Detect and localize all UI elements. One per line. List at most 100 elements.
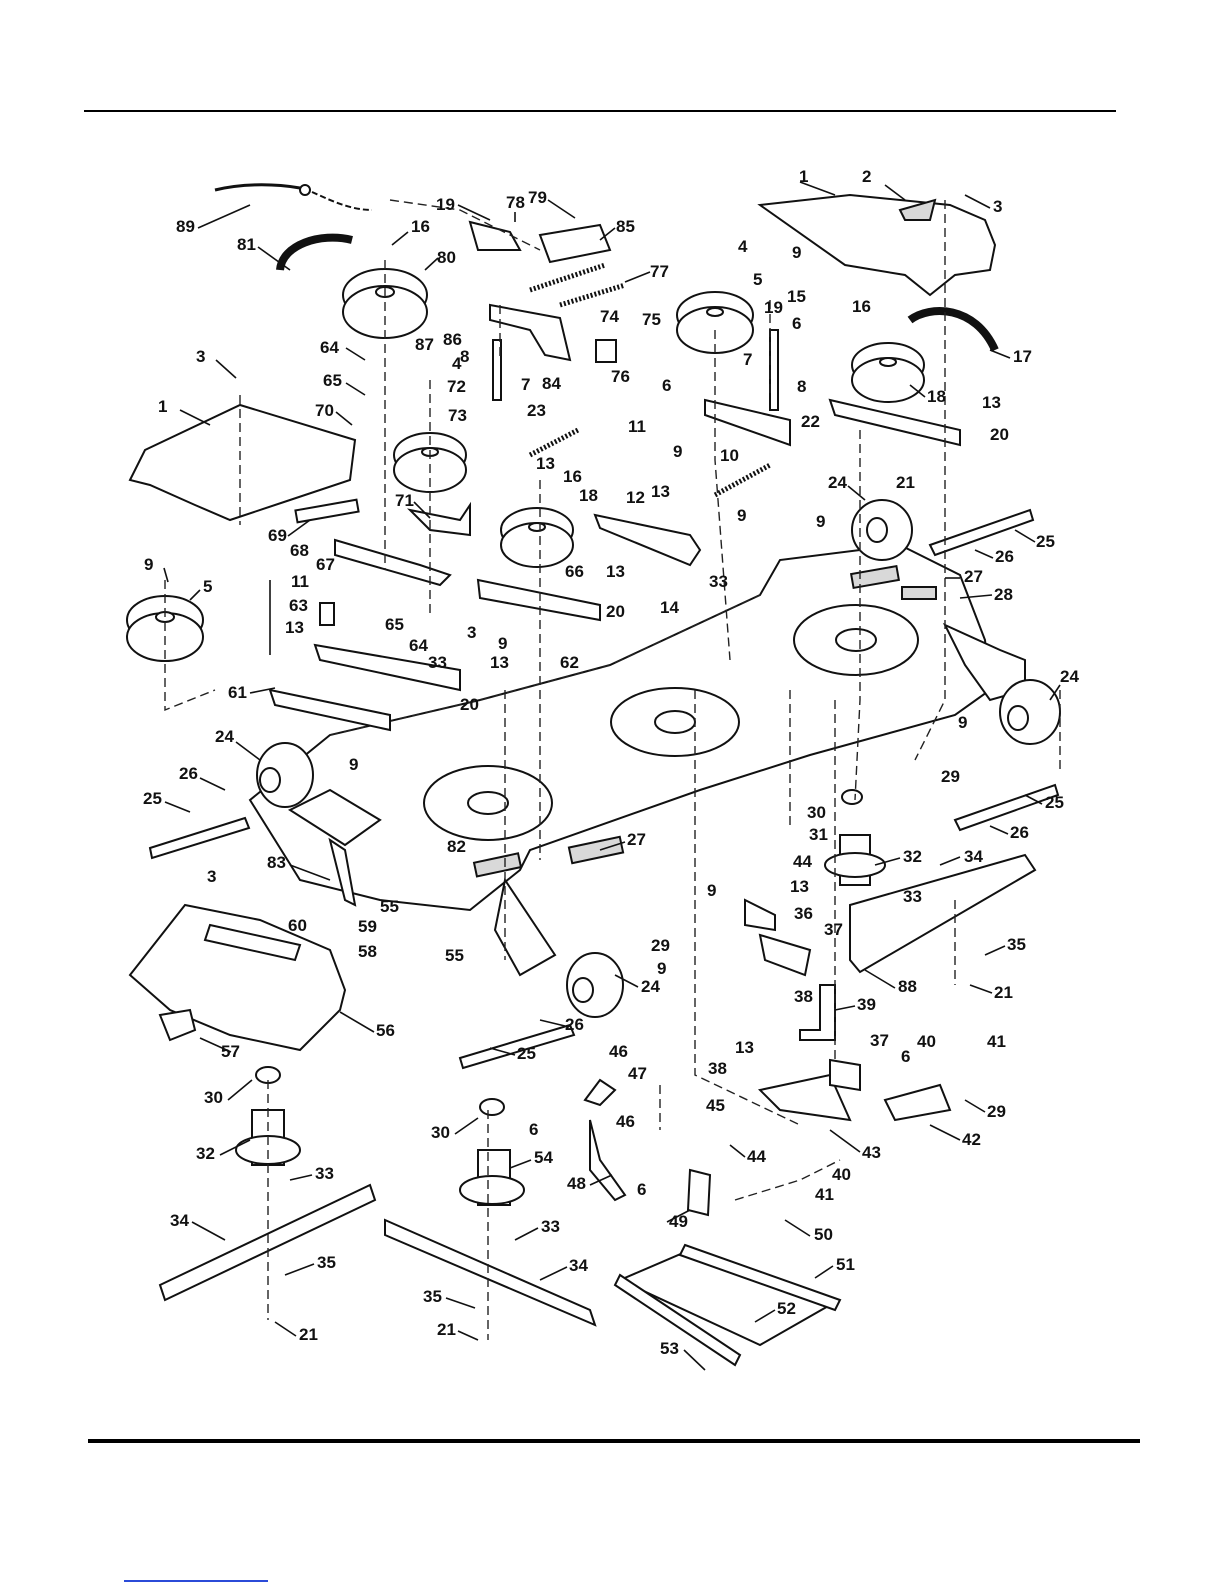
- callout-89: 89: [176, 217, 195, 236]
- callout-69: 69: [268, 526, 287, 545]
- callout-59: 59: [358, 917, 377, 936]
- callout-78: 78: [506, 193, 525, 212]
- callout-19: 19: [764, 298, 783, 317]
- callout-77: 77: [650, 262, 669, 281]
- callout-61: 61: [228, 683, 247, 702]
- callout-25: 25: [143, 789, 162, 808]
- callout-13: 13: [285, 618, 304, 637]
- callout-60: 60: [288, 916, 307, 935]
- callout-85: 85: [616, 217, 635, 236]
- callout-9: 9: [707, 881, 716, 900]
- callout-14: 14: [660, 598, 679, 617]
- callout-34: 34: [964, 847, 983, 866]
- callout-40: 40: [832, 1165, 851, 1184]
- callout-27: 27: [964, 567, 983, 586]
- deck-cover-right: [757, 193, 997, 297]
- callout-35: 35: [317, 1253, 336, 1272]
- callout-9: 9: [792, 243, 801, 262]
- callout-6: 6: [662, 376, 671, 395]
- callout-49: 49: [669, 1212, 688, 1231]
- callout-45: 45: [706, 1096, 725, 1115]
- callout-6: 6: [901, 1047, 910, 1066]
- callout-18: 18: [927, 387, 946, 406]
- callout-83: 83: [267, 853, 286, 872]
- callout-21: 21: [994, 983, 1013, 1002]
- callout-38: 38: [708, 1059, 727, 1078]
- callout-9: 9: [958, 713, 967, 732]
- callout-62: 62: [560, 653, 579, 672]
- bottom-rule: [88, 1439, 1140, 1443]
- callout-5: 5: [753, 270, 762, 289]
- callout-15: 15: [787, 287, 806, 306]
- callout-64: 64: [320, 338, 339, 357]
- callout-2: 2: [862, 167, 871, 186]
- callout-6: 6: [529, 1120, 538, 1139]
- callout-22: 22: [801, 412, 820, 431]
- blade-center: [384, 1218, 597, 1327]
- callout-3: 3: [207, 867, 216, 886]
- callout-41: 41: [987, 1032, 1006, 1051]
- callout-35: 35: [423, 1287, 442, 1306]
- callout-33: 33: [541, 1217, 560, 1236]
- callout-43: 43: [862, 1143, 881, 1162]
- callout-51: 51: [836, 1255, 855, 1274]
- callout-24: 24: [1060, 667, 1079, 686]
- callout-82: 82: [447, 837, 466, 856]
- callout-65: 65: [323, 371, 342, 390]
- callout-1: 1: [799, 167, 808, 186]
- callout-30: 30: [807, 803, 826, 822]
- left-pulley-assembly: [126, 183, 626, 732]
- callout-34: 34: [569, 1256, 588, 1275]
- callout-37: 37: [870, 1031, 889, 1050]
- callout-75: 75: [642, 310, 661, 329]
- callout-9: 9: [673, 442, 682, 461]
- callout-37: 37: [824, 920, 843, 939]
- callout-38: 38: [794, 987, 813, 1006]
- callout-46: 46: [609, 1042, 628, 1061]
- discharge-chute: [128, 903, 347, 1052]
- callout-44: 44: [793, 852, 812, 871]
- callout-16: 16: [852, 297, 871, 316]
- callout-29: 29: [987, 1102, 1006, 1121]
- leader-lines: [163, 181, 1061, 1371]
- callout-48: 48: [567, 1174, 586, 1193]
- callout-20: 20: [460, 695, 479, 714]
- callout-35: 35: [1007, 935, 1026, 954]
- callout-88: 88: [898, 977, 917, 996]
- callout-26: 26: [565, 1015, 584, 1034]
- callout-9: 9: [737, 506, 746, 525]
- callout-13: 13: [606, 562, 625, 581]
- callout-55: 55: [445, 946, 464, 965]
- callout-12: 12: [626, 488, 645, 507]
- callout-29: 29: [651, 936, 670, 955]
- footer-link-underline[interactable]: [124, 1580, 268, 1582]
- callout-21: 21: [896, 473, 915, 492]
- callout-33: 33: [903, 887, 922, 906]
- spindles-and-blades: [158, 789, 1037, 1367]
- callout-3: 3: [993, 197, 1002, 216]
- callout-21: 21: [437, 1320, 456, 1339]
- callout-56: 56: [376, 1021, 395, 1040]
- callout-79: 79: [528, 188, 547, 207]
- callout-9: 9: [657, 959, 666, 978]
- callout-9: 9: [498, 634, 507, 653]
- callout-68: 68: [290, 541, 309, 560]
- callout-28: 28: [994, 585, 1013, 604]
- callout-7: 7: [521, 375, 530, 394]
- callout-74: 74: [600, 307, 619, 326]
- callout-58: 58: [358, 942, 377, 961]
- callout-20: 20: [606, 602, 625, 621]
- callout-17: 17: [1013, 347, 1032, 366]
- callout-26: 26: [1010, 823, 1029, 842]
- callout-87: 87: [415, 335, 434, 354]
- callout-76: 76: [611, 367, 630, 386]
- callout-33: 33: [428, 653, 447, 672]
- callout-44: 44: [747, 1147, 766, 1166]
- callout-33: 33: [709, 572, 728, 591]
- callout-71: 71: [395, 491, 414, 510]
- callout-13: 13: [490, 653, 509, 672]
- callout-30: 30: [204, 1088, 223, 1107]
- callout-52: 52: [777, 1299, 796, 1318]
- callout-1: 1: [158, 397, 167, 416]
- callout-53: 53: [660, 1339, 679, 1358]
